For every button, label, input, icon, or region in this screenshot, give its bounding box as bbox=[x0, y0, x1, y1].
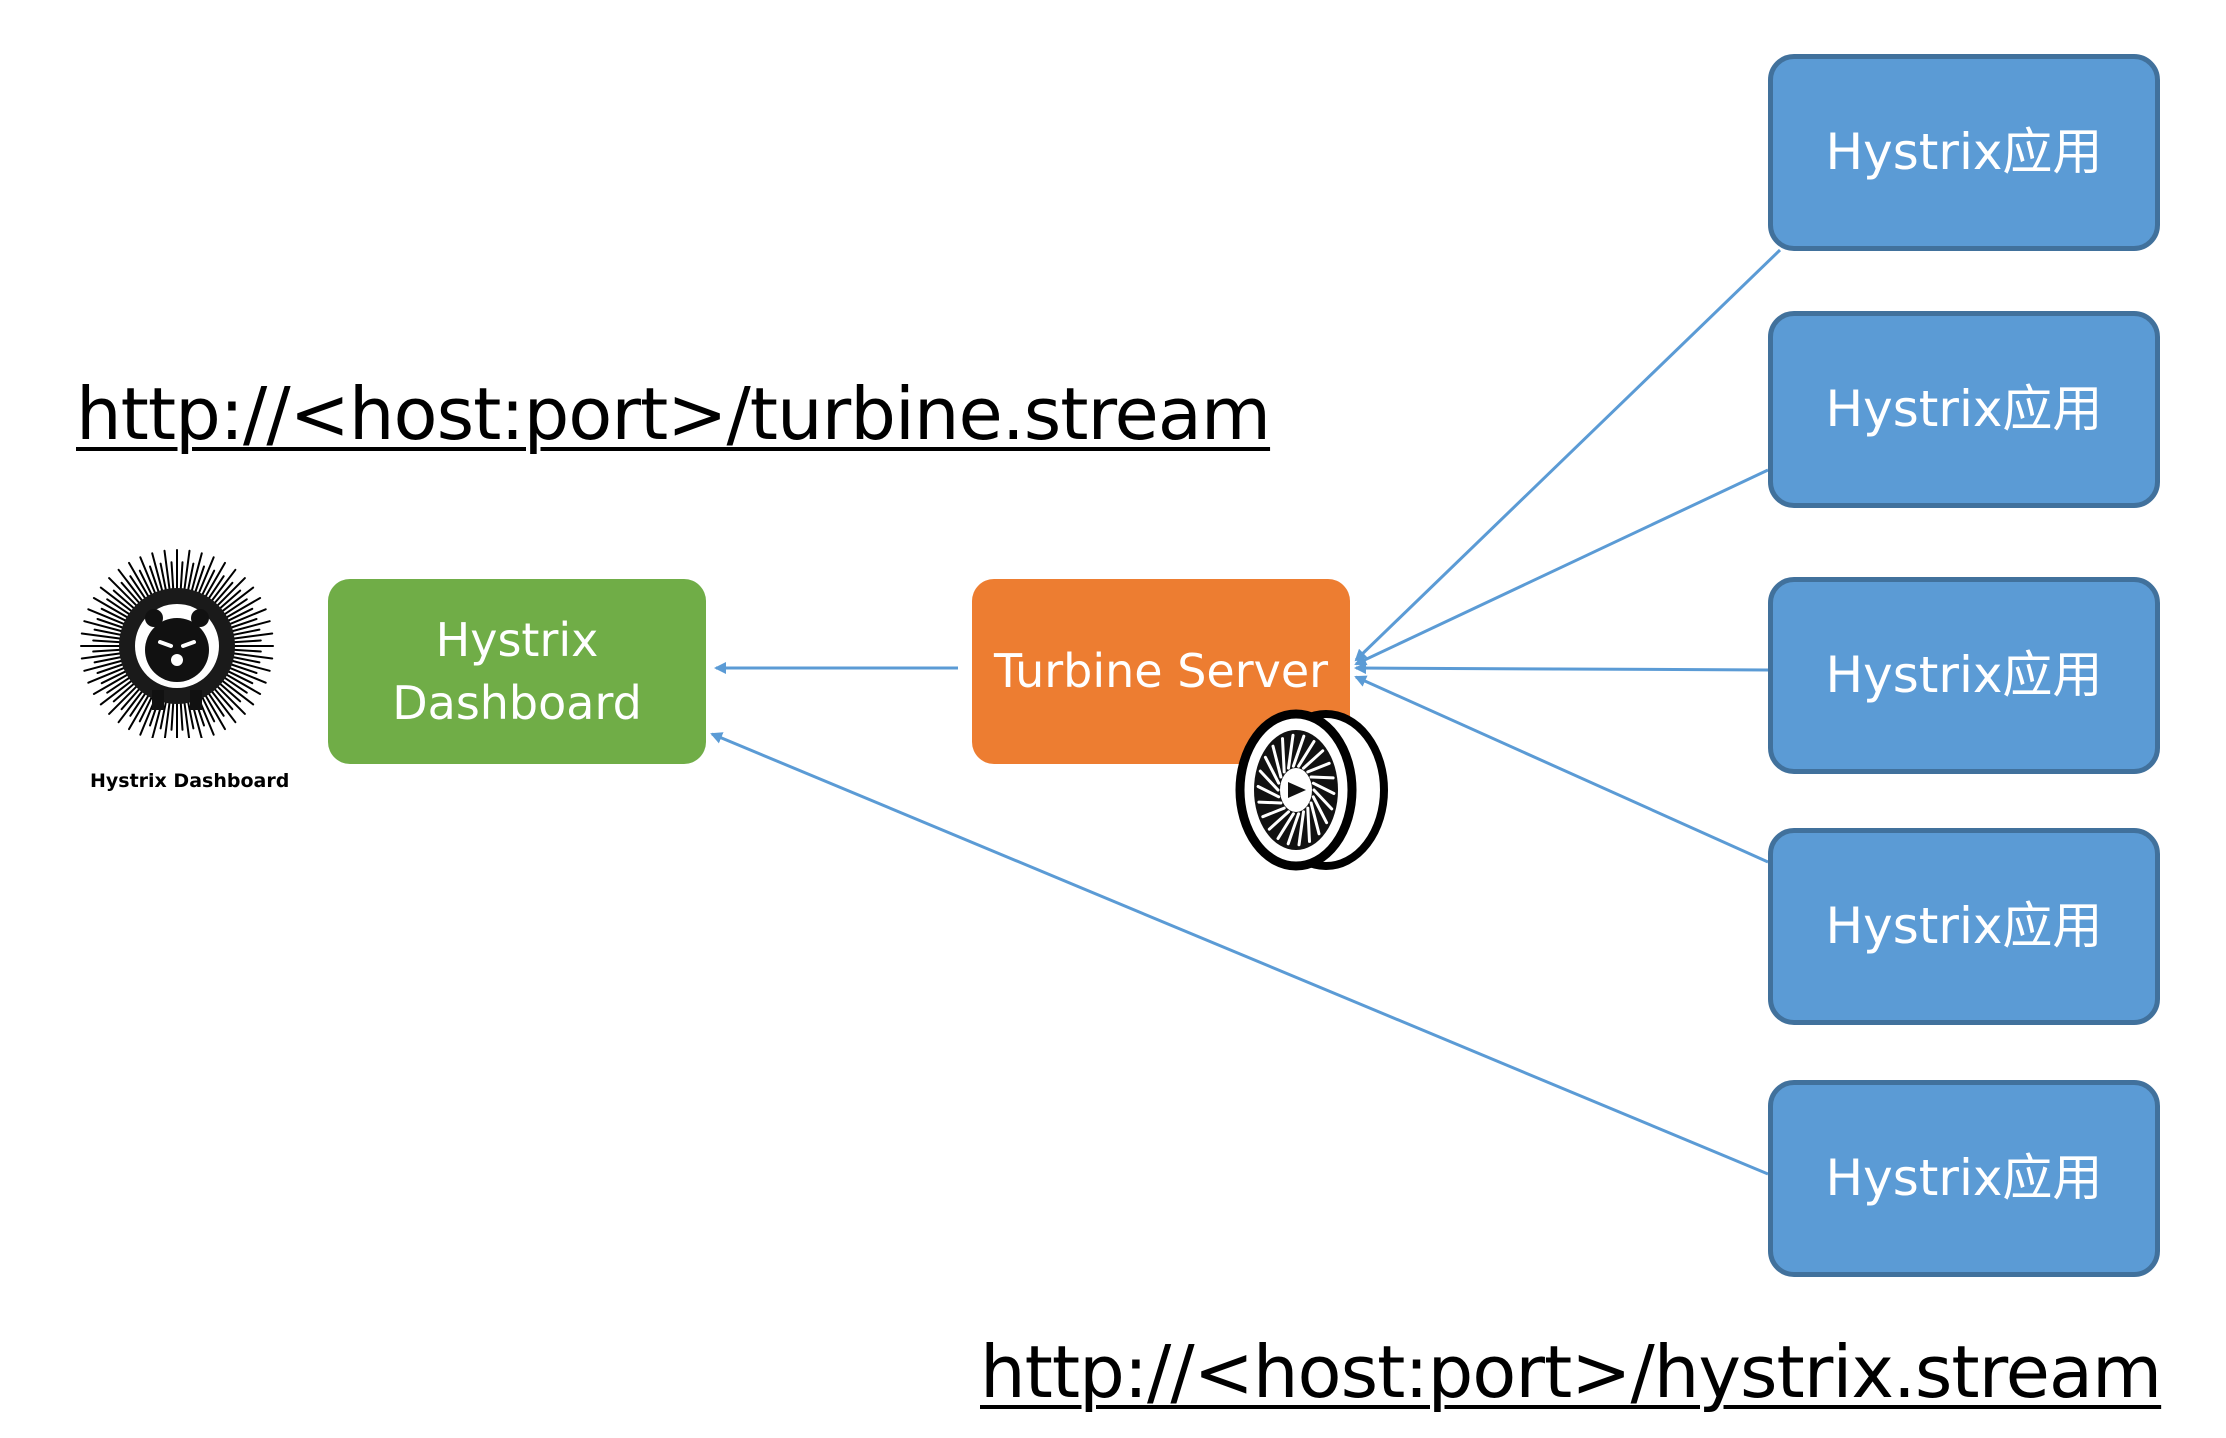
turbine-server-label: Turbine Server bbox=[993, 644, 1329, 699]
turbine-engine-icon bbox=[1235, 709, 1388, 871]
hystrix-app-label: Hystrix应用 bbox=[1825, 896, 2103, 955]
hystrix-app-label: Hystrix应用 bbox=[1825, 645, 2103, 704]
connector-app1-to-turbine bbox=[1354, 248, 1782, 662]
hystrix-stream-url: http://<host:port>/hystrix.stream bbox=[980, 1330, 2162, 1414]
hystrix-app-node: Hystrix应用 bbox=[1768, 828, 2160, 1025]
connector-app4-to-turbine bbox=[1354, 675, 1769, 864]
dashboard-label-line2: Dashboard bbox=[392, 675, 642, 730]
logo-caption: Hystrix Dashboard bbox=[90, 770, 290, 792]
connector-app5-to-dashboard bbox=[710, 732, 1769, 1176]
hedgehog-icon bbox=[80, 549, 274, 738]
hystrix-app-node: Hystrix应用 bbox=[1768, 1080, 2160, 1277]
hystrix-app-node: Hystrix应用 bbox=[1768, 577, 2160, 774]
hystrix-app-label: Hystrix应用 bbox=[1825, 122, 2103, 181]
connector-app3-to-turbine bbox=[1354, 662, 1769, 675]
hystrix-app-node: Hystrix应用 bbox=[1768, 54, 2160, 251]
hystrix-dashboard-node: Hystrix Dashboard bbox=[328, 579, 706, 764]
turbine-stream-url: http://<host:port>/turbine.stream bbox=[76, 372, 1271, 456]
hystrix-app-label: Hystrix应用 bbox=[1825, 379, 2103, 438]
hystrix-app-node: Hystrix应用 bbox=[1768, 311, 2160, 508]
dashboard-label-line1: Hystrix bbox=[435, 613, 599, 668]
connector-app2-to-turbine bbox=[1354, 468, 1769, 666]
hystrix-app-label: Hystrix应用 bbox=[1825, 1148, 2103, 1207]
